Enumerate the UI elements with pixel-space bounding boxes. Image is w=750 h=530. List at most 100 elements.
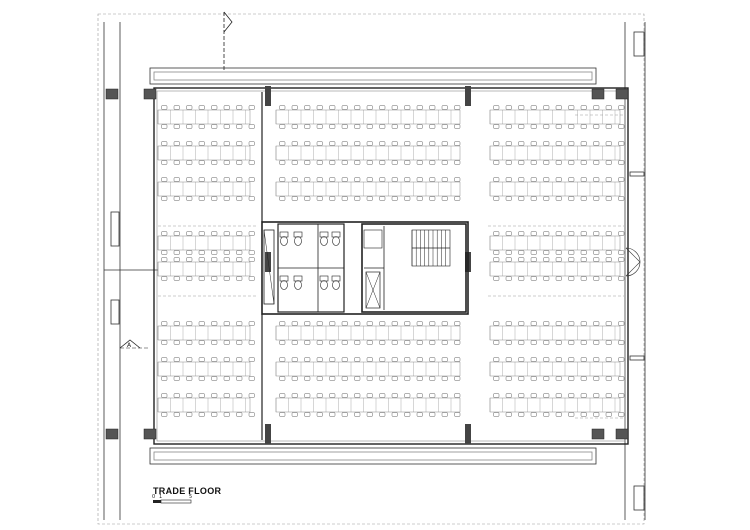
chair-icon: [279, 105, 286, 110]
chair-icon: [391, 177, 398, 182]
chair-icon: [279, 196, 286, 201]
chair-icon: [161, 196, 168, 201]
chair-icon: [198, 105, 205, 110]
chair-icon: [618, 105, 625, 110]
chair-icon: [505, 250, 512, 255]
chair-icon: [354, 376, 361, 381]
chair-icon: [173, 231, 180, 236]
chair-icon: [605, 276, 612, 281]
chair-icon: [316, 321, 323, 326]
chair-icon: [530, 196, 537, 201]
chair-icon: [291, 321, 298, 326]
chair-icon: [248, 393, 255, 398]
chair-icon: [555, 124, 562, 129]
chair-icon: [568, 250, 575, 255]
chair-icon: [618, 196, 625, 201]
chair-icon: [366, 412, 373, 417]
chair-icon: [354, 357, 361, 362]
building-core: [261, 221, 469, 315]
chair-icon: [404, 412, 411, 417]
chair-icon: [161, 257, 168, 262]
chair-icon: [404, 196, 411, 201]
chair-icon: [580, 257, 587, 262]
chair-icon: [618, 321, 625, 326]
chair-icon: [173, 340, 180, 345]
chair-icon: [186, 250, 193, 255]
chair-icon: [454, 124, 461, 129]
chair-icon: [441, 124, 448, 129]
chair-icon: [211, 196, 218, 201]
chair-icon: [505, 231, 512, 236]
chair-icon: [173, 250, 180, 255]
chair-icon: [211, 257, 218, 262]
chair-icon: [416, 357, 423, 362]
chair-icon: [618, 393, 625, 398]
chair-icon: [593, 340, 600, 345]
chair-icon: [493, 393, 500, 398]
chair-icon: [173, 257, 180, 262]
scale-tick-0: 0: [152, 494, 155, 500]
chair-icon: [505, 177, 512, 182]
chair-icon: [580, 340, 587, 345]
chair-icon: [223, 231, 230, 236]
chair-icon: [429, 177, 436, 182]
chair-icon: [605, 105, 612, 110]
chair-icon: [279, 393, 286, 398]
chair-icon: [605, 250, 612, 255]
chair-icon: [223, 105, 230, 110]
chair-icon: [198, 231, 205, 236]
chair-icon: [329, 177, 336, 182]
chair-icon: [568, 257, 575, 262]
chair-icon: [429, 340, 436, 345]
toilet-bowl-icon: [320, 280, 328, 290]
chair-icon: [211, 105, 218, 110]
chair-icon: [530, 124, 537, 129]
chair-icon: [291, 160, 298, 165]
chair-icon: [580, 276, 587, 281]
chair-icon: [454, 357, 461, 362]
chair-icon: [161, 177, 168, 182]
toilet-icon: [279, 275, 289, 282]
chair-icon: [173, 376, 180, 381]
chair-icon: [493, 196, 500, 201]
chair-icon: [354, 196, 361, 201]
chair-icon: [223, 196, 230, 201]
chair-icon: [236, 257, 243, 262]
scale-bar: 0 1 5: [152, 494, 192, 504]
chair-icon: [248, 105, 255, 110]
column: [105, 428, 119, 440]
chair-icon: [341, 160, 348, 165]
chair-icon: [618, 160, 625, 165]
chair-icon: [316, 105, 323, 110]
chair-icon: [505, 321, 512, 326]
workstation-row: [275, 105, 461, 129]
scale-tick-1: 1: [159, 494, 162, 500]
chair-icon: [186, 357, 193, 362]
chair-icon: [304, 141, 311, 146]
chair-icon: [555, 177, 562, 182]
chair-icon: [493, 276, 500, 281]
chair-icon: [304, 376, 311, 381]
workstation-row: [489, 257, 625, 281]
chair-icon: [493, 376, 500, 381]
toilet-icon: [319, 275, 329, 282]
workstation-row: [489, 105, 625, 129]
workstation-row: [489, 321, 625, 345]
chair-icon: [198, 160, 205, 165]
chair-icon: [329, 160, 336, 165]
chair-icon: [223, 124, 230, 129]
column: [265, 424, 271, 444]
chair-icon: [236, 376, 243, 381]
chair-icon: [530, 357, 537, 362]
chair-icon: [568, 412, 575, 417]
chair-icon: [530, 160, 537, 165]
chair-icon: [530, 321, 537, 326]
chair-icon: [416, 124, 423, 129]
chair-icon: [530, 105, 537, 110]
chair-icon: [518, 393, 525, 398]
site-boundary: [97, 13, 645, 525]
chair-icon: [518, 276, 525, 281]
chair-icon: [198, 276, 205, 281]
chair-icon: [555, 412, 562, 417]
chair-icon: [505, 141, 512, 146]
